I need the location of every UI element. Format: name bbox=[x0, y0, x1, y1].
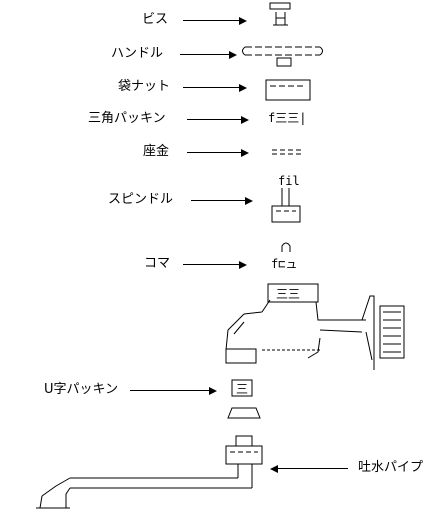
label-spout: 吐水パイプ bbox=[358, 460, 424, 475]
arrow-koma bbox=[183, 260, 247, 270]
arrow-washer bbox=[187, 148, 249, 158]
cap-nut-shape bbox=[265, 79, 311, 101]
washer-shape bbox=[272, 149, 304, 155]
label-koma: コマ bbox=[144, 256, 171, 271]
arrow-cap-nut bbox=[183, 83, 247, 93]
arrow-spout bbox=[270, 464, 348, 474]
handle-shape bbox=[242, 46, 323, 67]
svg-text:三: 三 bbox=[236, 382, 248, 396]
arrow-triangle-packing bbox=[187, 115, 249, 125]
label-spindle: スピンドル bbox=[108, 192, 174, 207]
svg-text:三三: 三三 bbox=[276, 287, 300, 301]
label-screw: ビス bbox=[142, 12, 169, 27]
svg-text:f⊏ュ: f⊏ュ bbox=[271, 257, 297, 271]
label-washer: 座金 bbox=[143, 144, 170, 159]
label-triangle-packing: 三角パッキン bbox=[88, 111, 166, 126]
valve-body-shape: 三三 bbox=[225, 283, 405, 370]
triangle-packing-shape: f三三| bbox=[268, 111, 306, 125]
arrow-handle bbox=[180, 50, 237, 60]
label-handle: ハンドル bbox=[111, 46, 164, 61]
u-packing-shape: 三 bbox=[227, 379, 261, 419]
label-u-packing: U字パッキン bbox=[44, 382, 119, 397]
screw-shape bbox=[269, 2, 291, 26]
svg-text:f三三|: f三三| bbox=[268, 111, 306, 125]
svg-text:fil: fil bbox=[278, 174, 300, 188]
spindle-shape: fil bbox=[271, 174, 301, 223]
spout-pipe-shape bbox=[36, 435, 263, 509]
arrow-u-packing bbox=[130, 386, 217, 396]
label-cap-nut: 袋ナット bbox=[118, 79, 171, 94]
arrow-spindle bbox=[191, 196, 253, 206]
arrow-screw bbox=[183, 16, 247, 26]
koma-shape: f⊏ュ bbox=[271, 242, 297, 271]
